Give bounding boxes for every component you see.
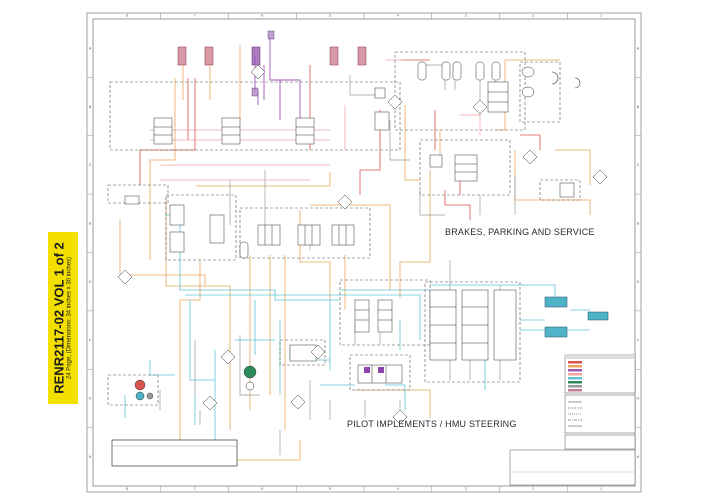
valve-blocks	[124, 81, 575, 384]
pilot-valve-accents	[364, 367, 384, 373]
border-column-label: 5	[329, 487, 331, 491]
border-column-label: 4	[397, 14, 399, 18]
border-row-label: H	[637, 455, 640, 459]
pump-group	[134, 365, 257, 401]
border-row-label: E	[637, 280, 640, 284]
border-column-label: 7	[194, 487, 196, 491]
border-row-label: C	[89, 163, 92, 167]
border-column-label: 5	[329, 14, 331, 18]
border-row-label: G	[89, 397, 92, 401]
steering-cylinders	[544, 296, 609, 338]
border-row-label: D	[89, 222, 92, 226]
border-row-label: A	[637, 46, 640, 50]
border-column-label: 1	[600, 14, 602, 18]
border-row-label: F	[89, 338, 91, 342]
accumulators	[239, 61, 535, 259]
border-row-label: H	[89, 455, 92, 459]
section-title-pilot-implements: PILOT IMPLEMENTS / HMU STEERING	[347, 419, 517, 429]
border-column-label: 8	[126, 14, 128, 18]
border-column-label: 8	[126, 487, 128, 491]
border-row-label: G	[637, 397, 640, 401]
title-block	[509, 449, 636, 486]
hydraulic-tank	[111, 439, 238, 467]
border-row-label: A	[89, 46, 92, 50]
diamond-filters	[117, 64, 608, 425]
line-pattern-legend-table	[564, 394, 636, 434]
document-spine-label	[48, 232, 78, 404]
border-row-label: F	[637, 338, 639, 342]
color-legend-table	[564, 354, 636, 394]
border-column-label: 3	[465, 487, 467, 491]
border-row-label: E	[89, 280, 92, 284]
border-column-label: 3	[465, 14, 467, 18]
border-column-label: 6	[261, 14, 263, 18]
border-row-label: D	[637, 222, 640, 226]
border-column-label: 2	[532, 14, 534, 18]
border-column-label: 1	[600, 487, 602, 491]
border-column-label: 2	[532, 487, 534, 491]
border-row-label: B	[89, 105, 92, 109]
border-column-label: 7	[194, 14, 196, 18]
border-row-label: B	[637, 105, 640, 109]
pilot-orange-lines	[119, 45, 591, 461]
pressure-switches	[551, 71, 581, 89]
border-row-labels: A A B B C C D D E E F F G G H H	[87, 46, 641, 459]
section-title-brakes: BRAKES, PARKING AND SERVICE	[445, 227, 595, 237]
callouts-legend-table	[564, 434, 636, 450]
border-column-label: 4	[397, 487, 399, 491]
supply-purple-lines	[254, 38, 301, 120]
border-column-label: 6	[261, 487, 263, 491]
border-column-labels: 8 8 7 7 6 6 5 5 4 4 3 3 2 2 1 1	[126, 13, 602, 492]
inner-border	[92, 18, 636, 487]
top-cylinders	[177, 30, 367, 97]
border-row-label: C	[637, 163, 640, 167]
